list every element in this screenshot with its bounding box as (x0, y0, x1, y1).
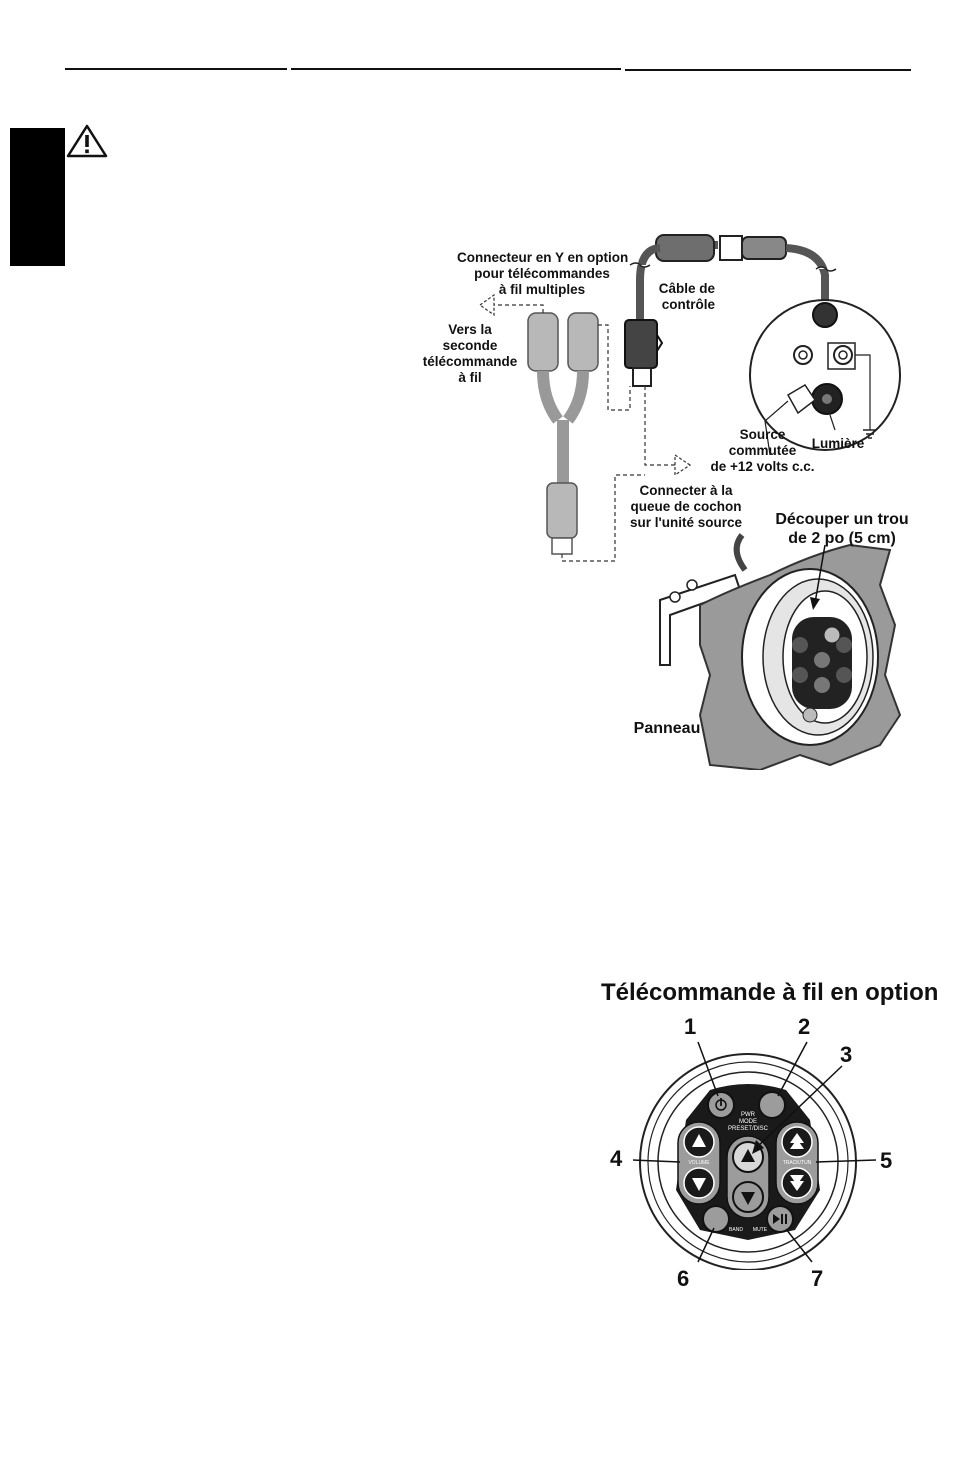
callout-2: 2 (798, 1014, 811, 1039)
mode-button (758, 1091, 786, 1119)
label-panel: Panneau (633, 720, 701, 737)
label-pigtail: Connecter à la queue de cochon sur l'uni… (630, 483, 742, 530)
header-rule-center (291, 68, 621, 70)
callout-4: 4 (610, 1146, 623, 1171)
mode-text: MODE (739, 1119, 757, 1125)
label-control-cable: Câble de contrôle (658, 281, 715, 312)
side-tab (10, 128, 65, 266)
label-switched-source: Source commutée de +12 volts c.c. (710, 427, 815, 474)
preset-text: PRESET/DISC (728, 1126, 769, 1132)
y-plug-bottom (546, 482, 578, 539)
remote-diagram: PWR MODE PRESET/DISC VOLUME TRACK/TUN BA… (632, 1041, 877, 1270)
mute-text: MUTE (753, 1227, 768, 1233)
band-button (702, 1205, 730, 1233)
callout-7: 7 (811, 1266, 824, 1291)
callout-1: 1 (684, 1014, 697, 1039)
callout-5: 5 (880, 1148, 893, 1173)
callout-6: 6 (677, 1266, 690, 1291)
installation-diagram (478, 234, 902, 770)
label-cut-hole: Découper un trou de 2 po (5 cm) (775, 511, 909, 547)
cable-plug-left (655, 234, 715, 262)
label-y-connector: Connecteur en Y en option pour télécomma… (457, 250, 629, 297)
source-unit-back (749, 299, 901, 451)
label-light: Lumière (811, 436, 865, 451)
cable-plug-right (719, 235, 743, 261)
label-second-remote: Vers la seconde télécommande à fil (422, 322, 518, 385)
control-plug (624, 319, 658, 369)
y-plug-left (527, 312, 559, 372)
y-plug-right (567, 312, 599, 372)
volume-text: VOLUME (688, 1160, 710, 1166)
header-rule-left (65, 68, 287, 70)
pwr-text: PWR (741, 1112, 756, 1118)
header-rule-right (625, 69, 911, 71)
callout-3: 3 (840, 1042, 853, 1067)
band-text: BAND (729, 1227, 743, 1233)
track-text: TRACK/TUN (783, 1160, 812, 1166)
warning-icon (66, 124, 108, 158)
remote-title: Télécommande à fil en option (601, 979, 939, 1006)
